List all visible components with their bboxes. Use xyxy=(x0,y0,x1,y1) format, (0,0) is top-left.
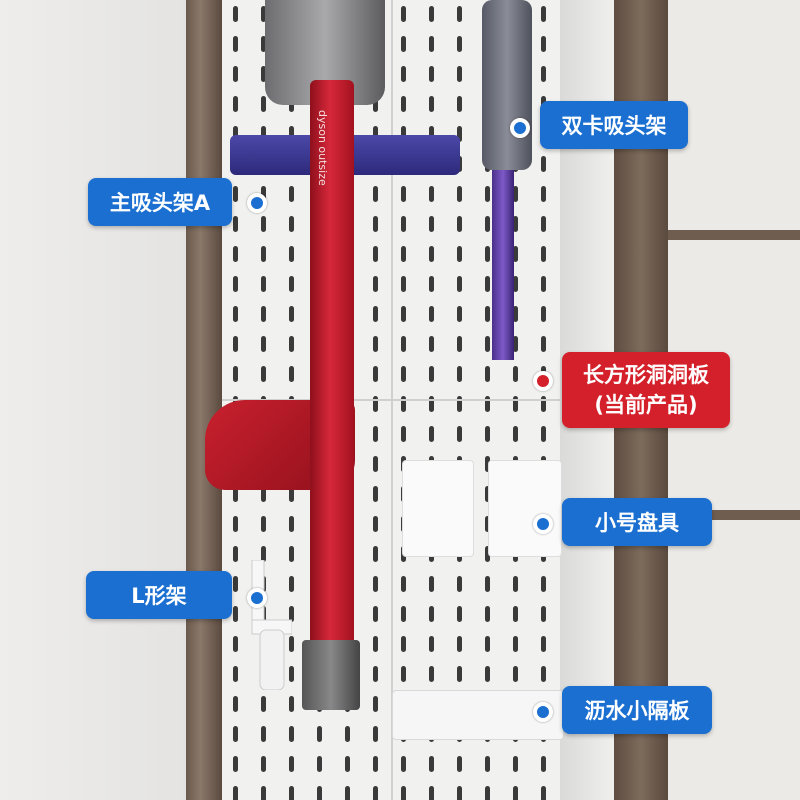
callout-small-tray: 小号盘具 xyxy=(562,498,712,546)
cabinet-seam xyxy=(668,230,800,240)
cabinet-frame-left xyxy=(186,0,222,800)
vacuum-tool xyxy=(482,0,532,170)
marker-dot-icon xyxy=(533,702,553,722)
purple-wand xyxy=(492,170,514,360)
callout-double-holder: 双卡吸头架 xyxy=(540,101,688,149)
marker-dot-icon xyxy=(247,193,267,213)
wand-brand-text: dyson outsize xyxy=(316,110,329,186)
wand-tip xyxy=(302,640,360,710)
cabinet-seam xyxy=(668,510,800,520)
marker-dot-icon xyxy=(533,514,553,534)
l-hook xyxy=(251,560,292,690)
wall xyxy=(0,0,190,800)
callout-pegboard-current: 长方形洞洞板 (当前产品) xyxy=(562,352,730,428)
callout-label: 长方形洞洞板 xyxy=(583,363,709,387)
callout-drain-shelf: 沥水小隔板 xyxy=(562,686,712,734)
marker-dot-icon xyxy=(510,118,530,138)
small-tray xyxy=(402,460,474,557)
vacuum-wand xyxy=(310,80,354,690)
callout-l-hook: L形架 xyxy=(86,571,232,619)
callout-main-holder-a: 主吸头架A xyxy=(88,178,232,226)
small-tray xyxy=(488,460,562,557)
marker-dot-icon xyxy=(247,588,267,608)
marker-dot-icon xyxy=(533,371,553,391)
callout-sublabel: (当前产品) xyxy=(594,393,698,417)
